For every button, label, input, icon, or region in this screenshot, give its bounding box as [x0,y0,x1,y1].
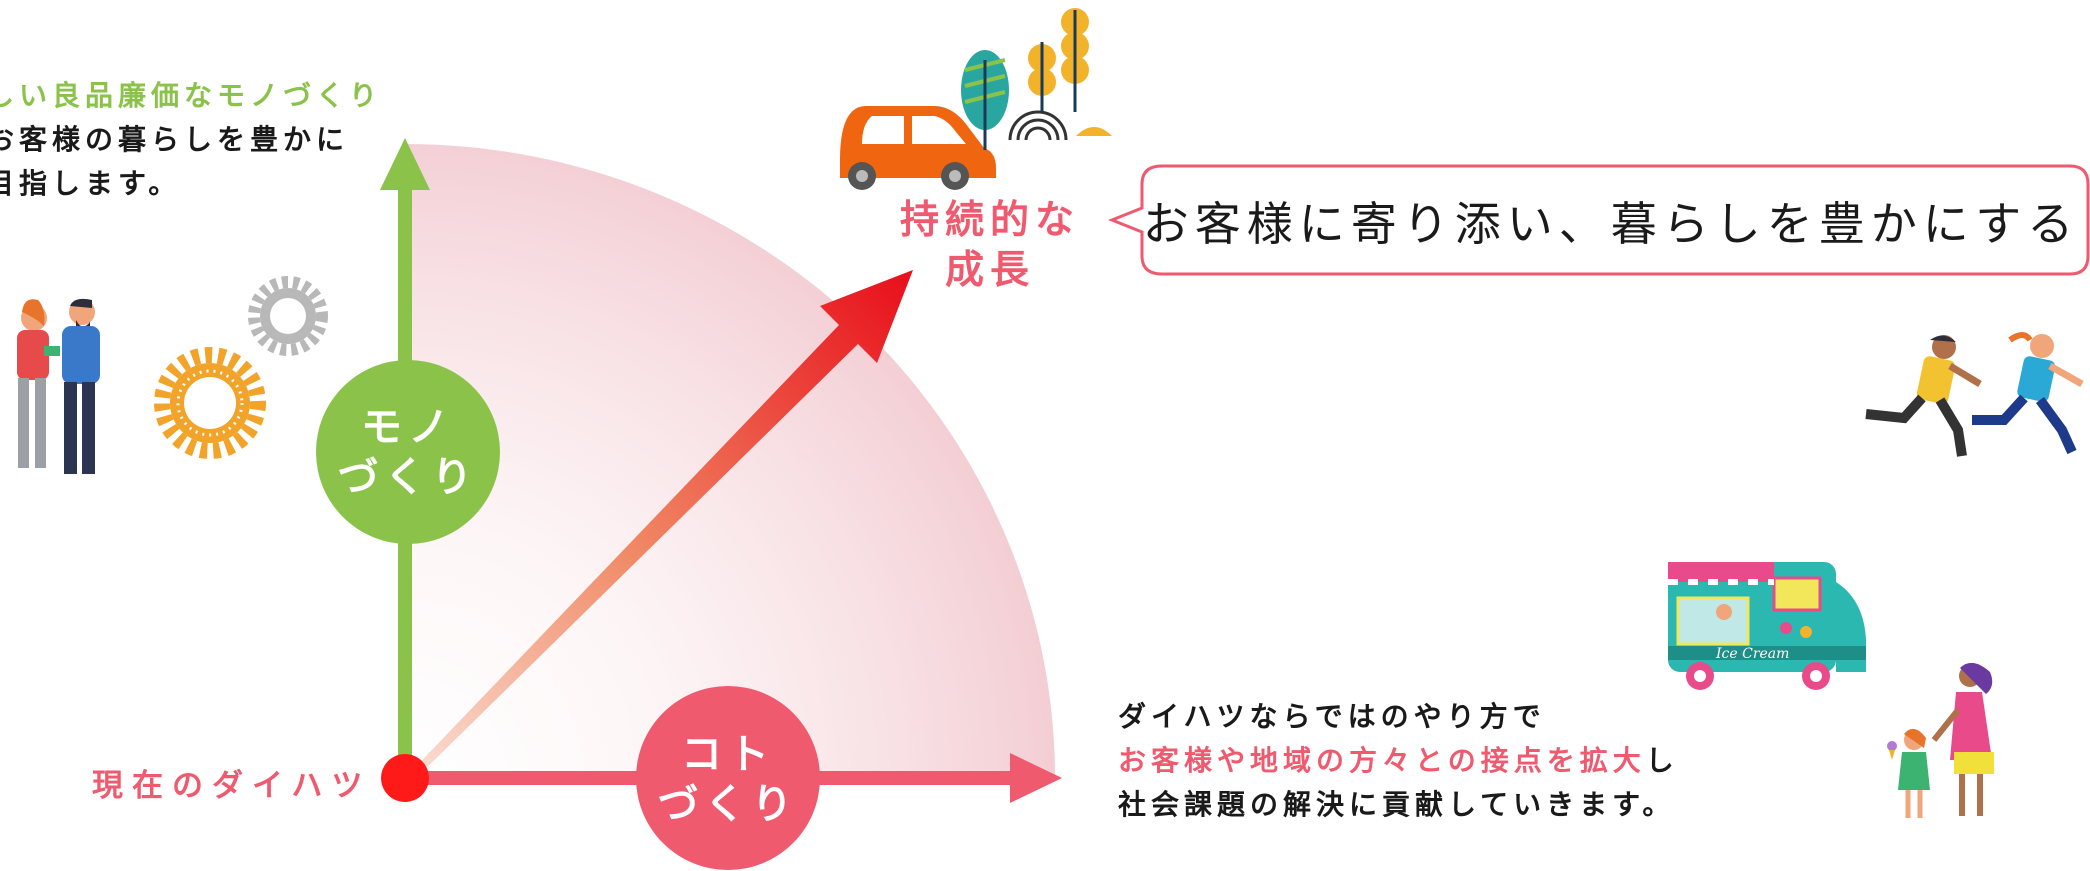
mono-label: モノ づくり [316,360,500,544]
mono-description-line1: しい良品廉価なモノづくり [0,79,383,112]
koto-description: ダイハツならではのやり方で お客様や地域の方々との接点を拡大し 社会課題の解決に… [1118,695,1679,827]
koto-description-line3: 社会課題の解決に貢献していきます。 [1118,788,1676,821]
car-icon [840,106,996,190]
origin-label: 現在のダイハツ [92,768,372,804]
koto-label-line2: づくり [657,780,799,828]
mono-description: しい良品廉価なモノづくり お客様の暮らしを豊かに 目指します。 [0,74,382,206]
people-icon [17,298,100,474]
truck-sign: Ice Cream [1715,646,1789,662]
mother-child-icon [1887,662,1994,818]
growth-label-line1: 持続的な [899,198,1080,243]
ice-cream-truck-icon: Ice Cream [1668,562,1866,690]
mono-description-line3: 目指します。 [0,167,182,200]
koto-description-line2: お客様や地域の方々との接点を拡大し [1118,739,1679,783]
koto-label: コト づくり [636,687,820,871]
koto-label-line1: コト [681,730,775,778]
trees-icon [961,8,1112,150]
koto-axis [405,686,1062,870]
origin-dot [381,754,429,802]
runners-icon [1865,332,2084,457]
koto-description-line2-rest: し [1645,744,1679,777]
speech-bubble-text: お客様に寄り添い、暮らしを豊かにする [1142,197,2080,251]
mono-circle [316,360,500,544]
mono-label-line2: づくり [337,453,479,501]
growth-arrow [405,270,913,784]
speech-bubble [1107,164,2090,276]
gear-icon-small [248,276,328,356]
mono-label-line1: モノ [361,403,455,451]
mono-description-line2: お客様の暮らしを豊かに [0,123,350,156]
koto-description-line1: ダイハツならではのやり方で [1118,700,1546,733]
mono-axis [316,138,500,778]
koto-description-highlight: お客様や地域の方々との接点を拡大 [1118,744,1646,777]
growth-label-line2: 成長 [944,248,1035,293]
gear-icon-large [154,347,266,459]
growth-label: 持続的な 成長 [890,196,1090,296]
koto-circle [636,686,820,870]
